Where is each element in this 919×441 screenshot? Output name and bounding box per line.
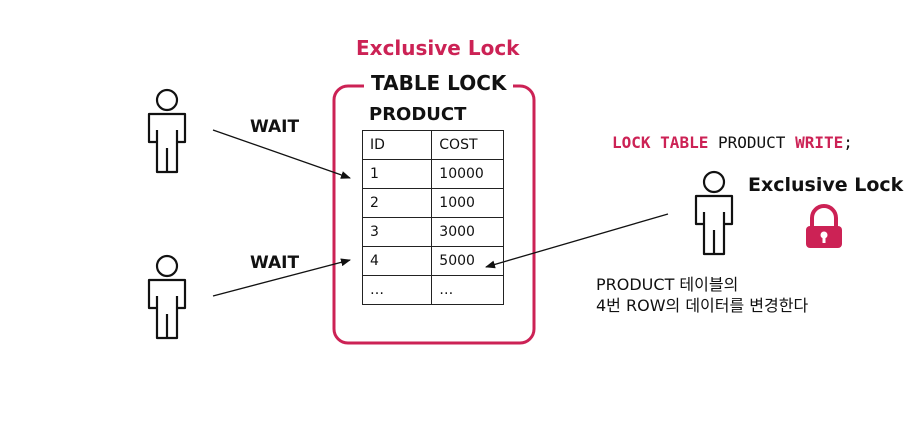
exclusive-lock-title: Exclusive Lock — [356, 36, 520, 60]
person-icon — [147, 254, 187, 340]
sql-statement: LOCK TABLE PRODUCT WRITE; — [612, 133, 853, 152]
table-row: 3 3000 — [361, 217, 504, 247]
cost-cell: 10000 — [431, 159, 504, 189]
padlock-icon — [806, 204, 842, 248]
person-icon — [694, 170, 734, 256]
cost-cell: … — [431, 275, 504, 305]
id-cell: 4 — [361, 246, 433, 276]
table-row: 1 10000 — [361, 159, 504, 189]
cost-cell: 5000 — [431, 246, 504, 276]
table-lock-label: TABLE LOCK — [364, 71, 514, 95]
product-table: ID COST 1 10000 2 1000 3 3000 4 5000 … … — [361, 130, 504, 305]
id-cell: … — [361, 275, 433, 305]
id-cell: 1 — [361, 159, 433, 189]
id-cell: 2 — [361, 188, 433, 218]
cost-cell: 3000 — [431, 217, 504, 247]
id-cell: 3 — [361, 217, 433, 247]
exclusive-lock-label: Exclusive Lock — [748, 174, 904, 196]
description-line: 4번 ROW의 데이터를 변경한다 — [596, 296, 809, 315]
wait-arrow-1 — [212, 129, 351, 179]
sql-table-name: PRODUCT — [717, 133, 786, 152]
description-line: PRODUCT 테이블의 — [596, 275, 739, 294]
wait-label: WAIT — [250, 117, 300, 137]
table-header-row: ID COST — [361, 130, 504, 160]
sql-keyword: WRITE — [795, 133, 844, 152]
sql-keyword: TABLE — [660, 133, 709, 152]
sql-keyword: LOCK — [612, 133, 651, 152]
sql-terminator: ; — [843, 133, 853, 152]
table-row: 2 1000 — [361, 188, 504, 218]
column-header-cost: COST — [431, 130, 504, 160]
person-icon — [147, 88, 187, 174]
wait-label: WAIT — [250, 253, 300, 273]
cost-cell: 1000 — [431, 188, 504, 218]
table-row: 4 5000 — [361, 246, 504, 276]
write-arrow — [485, 213, 669, 269]
description: PRODUCT 테이블의 4번 ROW의 데이터를 변경한다 — [596, 274, 808, 316]
column-header-id: ID — [361, 130, 433, 160]
table-row: … … — [361, 275, 504, 305]
wait-arrow-2 — [212, 258, 351, 297]
table-name: PRODUCT — [369, 104, 467, 125]
